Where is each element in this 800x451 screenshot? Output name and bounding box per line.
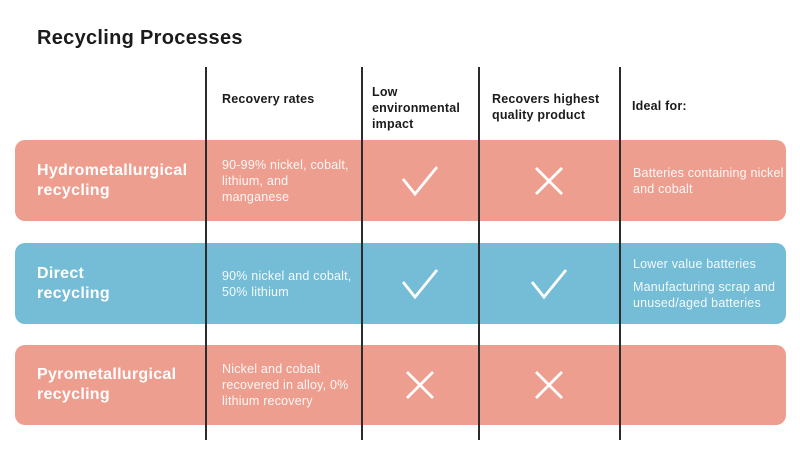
column-divider-3 xyxy=(478,67,480,440)
quality-mark-cell xyxy=(478,345,620,425)
x-icon xyxy=(535,166,563,195)
column-header-recovers-highest-quality: Recovers highest quality product xyxy=(492,92,600,122)
x-icon xyxy=(406,371,434,399)
ideal-for-text: Lower value batteries xyxy=(633,257,757,271)
row-label-line2: recycling xyxy=(37,386,110,403)
ideal-for-text: Manufacturing scrap and unused/aged batt… xyxy=(633,280,776,310)
ideal-for-cell: Lower value batteries Manufacturing scra… xyxy=(633,243,791,324)
row-label-line1: Hydrometallurgical xyxy=(37,161,188,179)
check-icon xyxy=(401,268,439,299)
row-label-line1: Direct xyxy=(37,264,85,282)
recovery-rates-cell: Nickel and cobalt recovered in alloy, 0%… xyxy=(222,362,349,408)
column-header-low-environmental-impact: Low environmental impact xyxy=(372,85,461,131)
quality-mark-cell xyxy=(478,243,620,324)
ideal-for-cell: Batteries containing nickel and cobalt xyxy=(633,140,791,221)
row-label-line2: recycling xyxy=(37,284,110,302)
row-label: Hydrometallurgical recycling xyxy=(37,140,212,221)
check-icon xyxy=(401,165,439,196)
check-icon xyxy=(530,268,568,299)
row-label-line1: Pyrometallurgical xyxy=(37,366,177,383)
row-label-line2: recycling xyxy=(37,181,110,199)
column-header-ideal-for: Ideal for: xyxy=(632,99,687,113)
ideal-for-text: Batteries containing nickel and cobalt xyxy=(633,165,784,196)
table-row-hydrometallurgical: Hydrometallurgical recycling 90-99% nick… xyxy=(15,140,786,221)
row-label: Direct recycling xyxy=(37,243,212,324)
column-divider-1 xyxy=(205,67,207,440)
recovery-rates-cell: 90-99% nickel, cobalt, lithium, and mang… xyxy=(222,157,349,204)
column-divider-2 xyxy=(361,67,363,440)
row-label: Pyrometallurgical recycling xyxy=(37,345,212,425)
quality-mark-cell xyxy=(478,140,620,221)
x-icon xyxy=(535,371,563,399)
low-impact-mark-cell xyxy=(361,140,479,221)
column-divider-4 xyxy=(619,67,621,440)
table-row-direct: Direct recycling 90% nickel and cobalt, … xyxy=(15,243,786,324)
page-title: Recycling Processes xyxy=(37,27,243,49)
ideal-for-cell xyxy=(633,345,791,425)
low-impact-mark-cell xyxy=(361,345,479,425)
table-row-pyrometallurgical: Pyrometallurgical recycling Nickel and c… xyxy=(15,345,786,425)
low-impact-mark-cell xyxy=(361,243,479,324)
recovery-rates-cell: 90% nickel and cobalt, 50% lithium xyxy=(222,268,352,299)
column-header-recovery-rates: Recovery rates xyxy=(222,92,315,106)
